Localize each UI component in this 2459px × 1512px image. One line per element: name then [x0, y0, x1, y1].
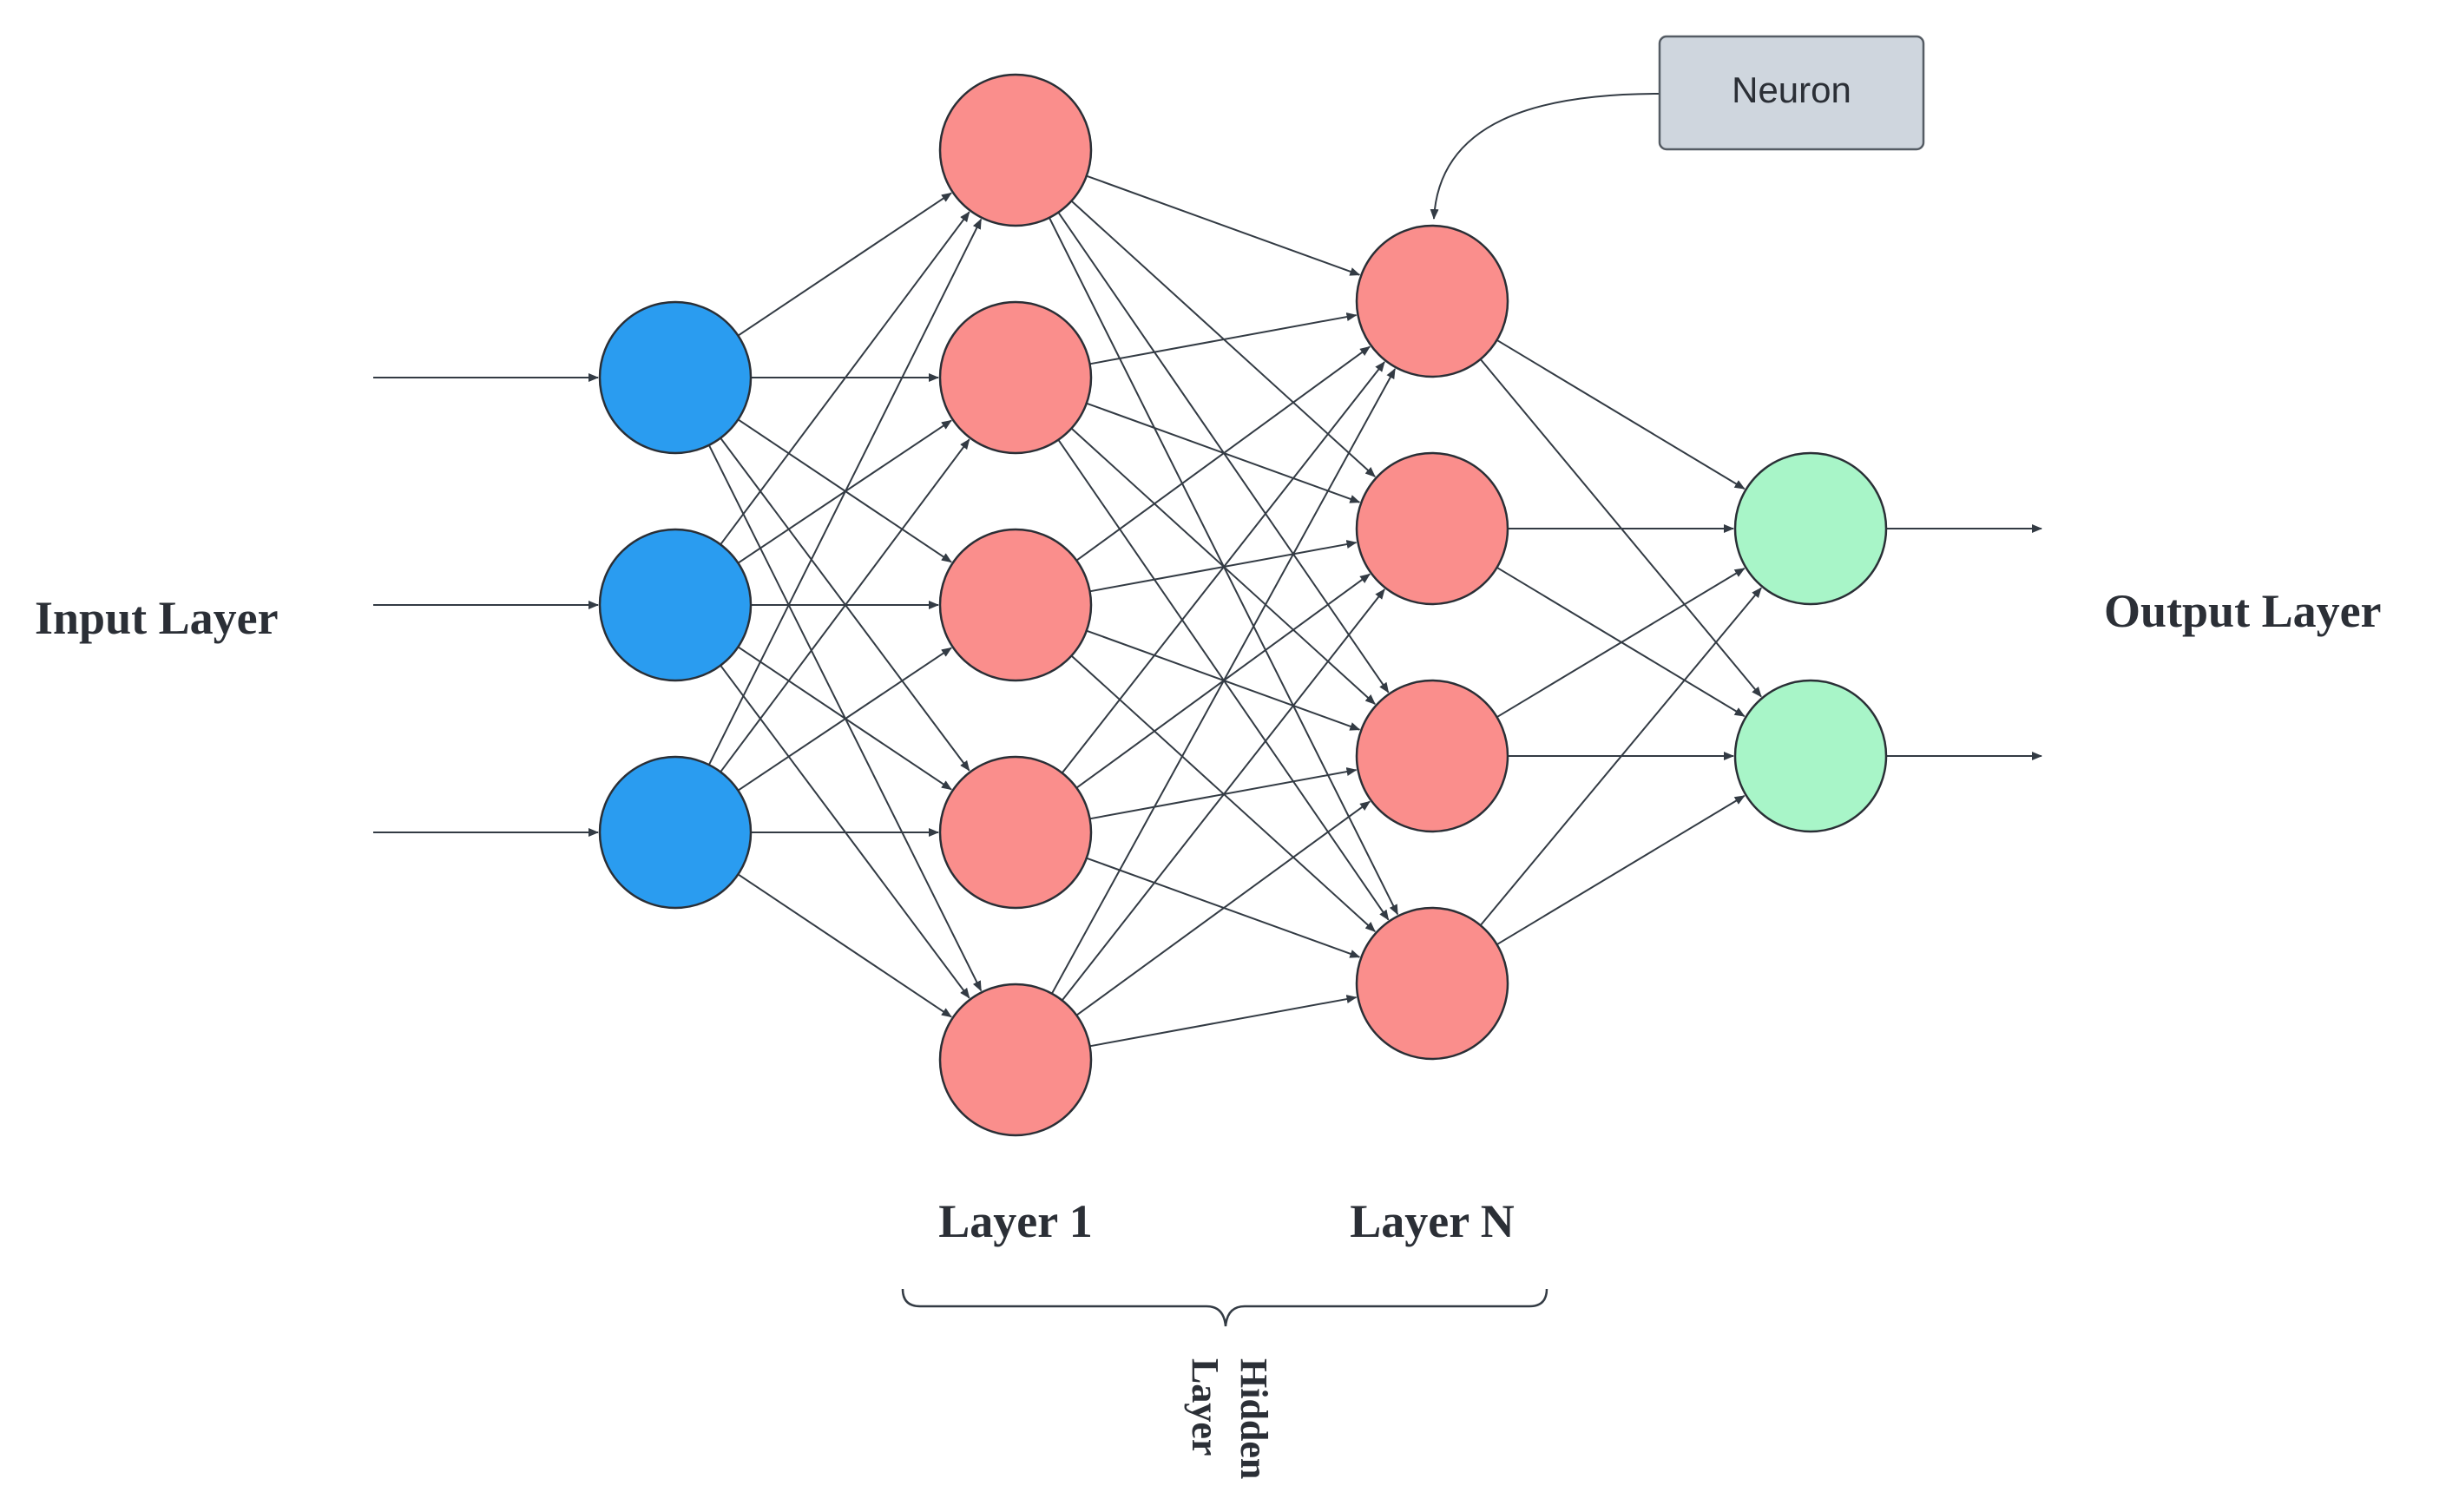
neuron-input-1	[598, 528, 753, 682]
connection-input-2-to-hidden-1-4	[737, 873, 952, 1018]
hidden-layer-n-label: Layer N	[1350, 1195, 1514, 1247]
connection-hidden-1-4-to-hidden-n-1	[1061, 588, 1385, 1002]
connections	[707, 174, 1762, 1048]
input-layer-label: Input Layer	[35, 592, 279, 644]
connection-input-2-to-hidden-1-2	[737, 647, 952, 792]
connection-hidden-1-4-to-hidden-n-2	[1075, 800, 1371, 1016]
callout-label: Neuron	[1732, 69, 1851, 110]
neuron-output-0	[1733, 451, 1888, 606]
callout-box	[1658, 35, 1925, 151]
connection-input-1-to-hidden-1-0	[720, 211, 970, 545]
neurons	[598, 73, 1888, 1137]
connection-hidden-n-2-to-output-0	[1496, 567, 1746, 719]
neuron-input-2	[598, 755, 753, 910]
io-arrows	[373, 373, 2042, 837]
connection-hidden-n-3-to-output-1	[1496, 794, 1746, 946]
neuron-output-1	[1733, 679, 1888, 833]
hidden-layer-1-label: Layer 1	[938, 1195, 1092, 1247]
neuron-hidden-n-2	[1355, 679, 1509, 833]
connection-input-2-to-hidden-1-1	[720, 438, 970, 772]
connection-hidden-1-3-to-hidden-n-0	[1061, 361, 1385, 774]
connection-input-0-to-hidden-1-0	[737, 192, 952, 337]
hidden-layer-group-line1: Hidden	[1233, 1358, 1275, 1479]
connection-hidden-1-0-to-hidden-n-0	[1086, 174, 1361, 276]
hidden-layer-group-line2: Layer	[1184, 1358, 1226, 1456]
connection-hidden-n-0-to-output-0	[1496, 339, 1746, 490]
neuron-hidden-1-4	[938, 983, 1093, 1137]
neuron-hidden-n-1	[1355, 451, 1509, 606]
neuron-hidden-1-2	[938, 528, 1093, 682]
connection-hidden-n-3-to-output-0	[1479, 587, 1762, 926]
callout-arrow	[1430, 93, 1660, 220]
neuron-hidden-n-3	[1355, 906, 1509, 1061]
output-layer-label: Output Layer	[2104, 585, 2382, 637]
neuron-hidden-1-3	[938, 755, 1093, 910]
neuron-input-0	[598, 300, 753, 455]
connection-hidden-1-1-to-hidden-n-0	[1089, 312, 1358, 365]
hidden-layer-group-label: Hidden Layer	[1184, 1358, 1275, 1479]
connection-hidden-1-4-to-hidden-n-3	[1089, 995, 1358, 1048]
connection-hidden-1-2-to-hidden-n-0	[1075, 345, 1371, 562]
connection-hidden-1-4-to-hidden-n-0	[1051, 368, 1397, 995]
neuron-hidden-1-0	[938, 73, 1093, 227]
neuron-hidden-1-1	[938, 300, 1093, 455]
connection-input-2-to-hidden-1-0	[707, 218, 983, 766]
neuron-callout: Neuron	[1430, 35, 1925, 220]
hidden-layer-brace	[901, 1288, 1548, 1327]
neuron-hidden-n-0	[1355, 224, 1509, 378]
